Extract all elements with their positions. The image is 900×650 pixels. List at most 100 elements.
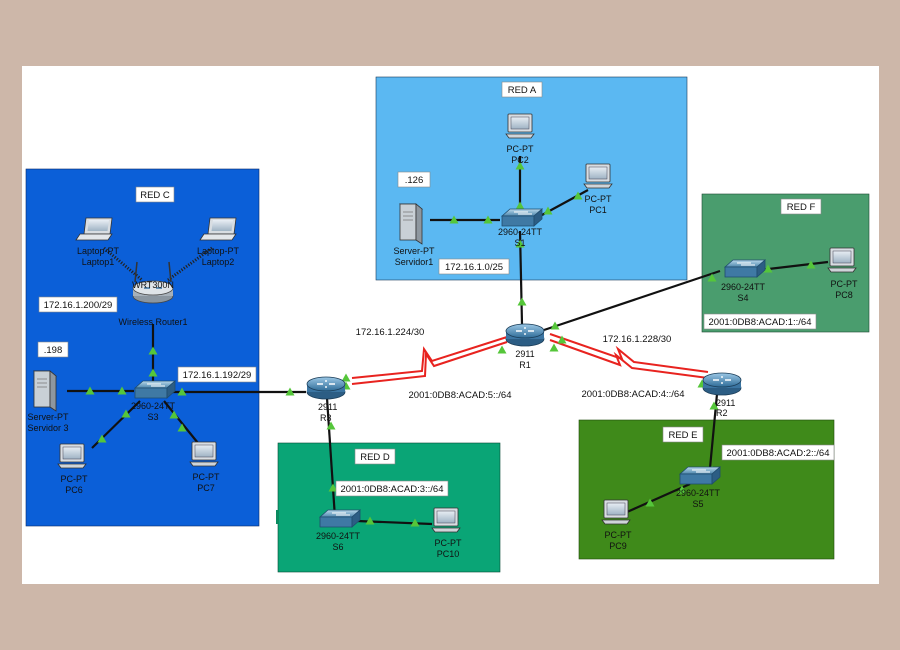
laptop1-model: Laptop-PT [77, 246, 120, 256]
zone-e-ipv6: 2001:0DB8:ACAD:2::/64 [727, 448, 830, 459]
device-s4[interactable]: 2960-24TT S4 [721, 259, 766, 303]
note-red-c-host[interactable]: .198 [37, 341, 69, 358]
topology-canvas: PC-PT PC2 PC-PT PC1 2960-24TT S1 Server-… [22, 66, 879, 584]
s1-model: 2960-24TT [498, 227, 543, 237]
pc-icon [583, 163, 613, 189]
router-icon [306, 376, 346, 400]
serial-r1-r3-b [351, 341, 508, 385]
note-r1-r2-v6[interactable]: 2001:0DB8:ACAD:4::/64 [577, 386, 689, 401]
zone-a-title: RED A [508, 85, 537, 96]
note-red-c-router-ip[interactable]: 172.16.1.200/29 [38, 296, 118, 313]
switch-icon [134, 380, 176, 399]
servidor3-model: Server-PT [27, 412, 69, 422]
device-s1[interactable]: 2960-24TT S1 [498, 208, 543, 248]
link-r1-r3-ipv4: 172.16.1.224/30 [356, 327, 425, 338]
serial-r1-r3-a [351, 336, 508, 379]
device-s5[interactable]: 2960-24TT S5 [676, 466, 721, 509]
zone-d-ipv6: 2001:0DB8:ACAD:3::/64 [341, 484, 444, 495]
note-red-f[interactable]: RED F [780, 198, 822, 215]
note-red-a-ip[interactable]: 172.16.1.0/25 [438, 258, 510, 275]
server-icon [33, 370, 57, 412]
device-pc8[interactable]: PC-PT PC8 [827, 247, 858, 300]
s1-name: S1 [514, 238, 525, 248]
pc-icon [601, 499, 631, 525]
link-r1-r2-ipv4: 172.16.1.228/30 [603, 334, 672, 345]
zone-d-title: RED D [360, 452, 390, 463]
link-r3-s3-ip: 172.16.1.192/29 [183, 370, 252, 381]
device-laptop1[interactable]: Laptop-PT Laptop1 [75, 217, 120, 267]
r1-model: 2911 [515, 349, 534, 359]
pc1-model: PC-PT [585, 194, 613, 204]
switch-icon [501, 208, 543, 227]
s4-model: 2960-24TT [721, 282, 766, 292]
wireless-links [103, 246, 213, 282]
device-servidor1[interactable]: Server-PT Servidor1 [393, 203, 435, 267]
zone-red-d [277, 442, 501, 573]
topology-diagram: PC-PT PC2 PC-PT PC1 2960-24TT S1 Server-… [25, 76, 870, 573]
link-r3-s6 [325, 397, 337, 519]
device-r2[interactable]: 2911 R2 [702, 372, 742, 418]
router-icon [505, 323, 545, 347]
note-r1-r2-v4[interactable]: 172.16.1.228/30 [594, 331, 680, 346]
device-r1[interactable]: 2911 R1 [505, 323, 545, 370]
note-link-r3-s3[interactable]: 172.16.1.192/29 [177, 366, 257, 383]
note-red-d[interactable]: RED D [354, 448, 396, 465]
zone-f-ipv6: 2001:0DB8:ACAD:1::/64 [709, 317, 812, 328]
device-s6[interactable]: 2960-24TT S6 [316, 509, 361, 552]
s3-model: 2960-24TT [131, 401, 176, 411]
zone-c-host-ip: .198 [44, 345, 63, 356]
device-pc7[interactable]: PC-PT PC7 [189, 441, 221, 493]
note-r1-r3-v4[interactable]: 172.16.1.224/30 [347, 324, 433, 339]
note-red-a[interactable]: RED A [501, 81, 543, 98]
wrouter-name: Wireless Router1 [118, 317, 187, 327]
pc2-model: PC-PT [507, 144, 535, 154]
note-r1-r3-v6[interactable]: 2001:0DB8:ACAD:5::/64 [404, 387, 516, 402]
s6-name: S6 [332, 542, 343, 552]
serial-r1-r2-a [549, 333, 709, 373]
device-r3[interactable]: 2911 R3 [306, 376, 346, 423]
zone-red-e [578, 419, 835, 560]
zone-f-title: RED F [787, 202, 816, 213]
r3-model: 2911 [318, 402, 337, 412]
device-pc10[interactable]: PC-PT PC10 [431, 507, 463, 559]
device-laptop2[interactable]: Laptop-PT Laptop2 [197, 217, 240, 267]
pc6-name: PC6 [65, 485, 83, 495]
pc10-name: PC10 [437, 549, 460, 559]
pc9-model: PC-PT [605, 530, 633, 540]
link-s4-pc8 [759, 260, 829, 272]
servidor3-name: Servidor 3 [27, 423, 68, 433]
link-r1-r2-ipv6: 2001:0DB8:ACAD:4::/64 [582, 389, 685, 400]
zone-e-title: RED E [668, 430, 697, 441]
pc7-model: PC-PT [193, 472, 221, 482]
laptop1-name: Laptop1 [82, 257, 115, 267]
note-red-e-ipv6[interactable]: 2001:0DB8:ACAD:2::/64 [721, 444, 835, 461]
note-red-d-ipv6[interactable]: 2001:0DB8:ACAD:3::/64 [335, 480, 449, 497]
pc9-name: PC9 [609, 541, 627, 551]
laptop2-model: Laptop-PT [197, 246, 240, 256]
device-servidor3[interactable]: Server-PT Servidor 3 [27, 370, 69, 433]
pc-icon [189, 441, 219, 467]
note-red-f-ipv6[interactable]: 2001:0DB8:ACAD:1::/64 [703, 313, 817, 330]
device-pc1[interactable]: PC-PT PC1 [583, 163, 613, 215]
serial-r1-r2-b [549, 339, 709, 379]
device-pc9[interactable]: PC-PT PC9 [601, 499, 633, 551]
switch-icon [319, 509, 361, 528]
note-red-a-host[interactable]: .126 [397, 171, 431, 188]
s5-name: S5 [692, 499, 703, 509]
link-r1-r3-ipv6: 2001:0DB8:ACAD:5::/64 [409, 390, 512, 401]
device-wireless-router[interactable]: WRT300N Wireless Router1 [118, 261, 188, 327]
router-icon [702, 372, 742, 396]
device-pc6[interactable]: PC-PT PC6 [57, 443, 88, 495]
link-r1-s4 [543, 269, 721, 332]
pc10-model: PC-PT [435, 538, 463, 548]
servidor1-model: Server-PT [393, 246, 435, 256]
r2-name: R2 [716, 408, 728, 418]
pc-icon [431, 507, 461, 533]
device-s3[interactable]: 2960-24TT S3 [131, 380, 176, 422]
note-red-c[interactable]: RED C [135, 186, 175, 203]
s6-model: 2960-24TT [316, 531, 361, 541]
r1-name: R1 [519, 360, 531, 370]
note-red-e[interactable]: RED E [662, 426, 704, 443]
pc2-name: PC2 [511, 155, 529, 165]
device-pc2[interactable]: PC-PT PC2 [505, 113, 535, 165]
